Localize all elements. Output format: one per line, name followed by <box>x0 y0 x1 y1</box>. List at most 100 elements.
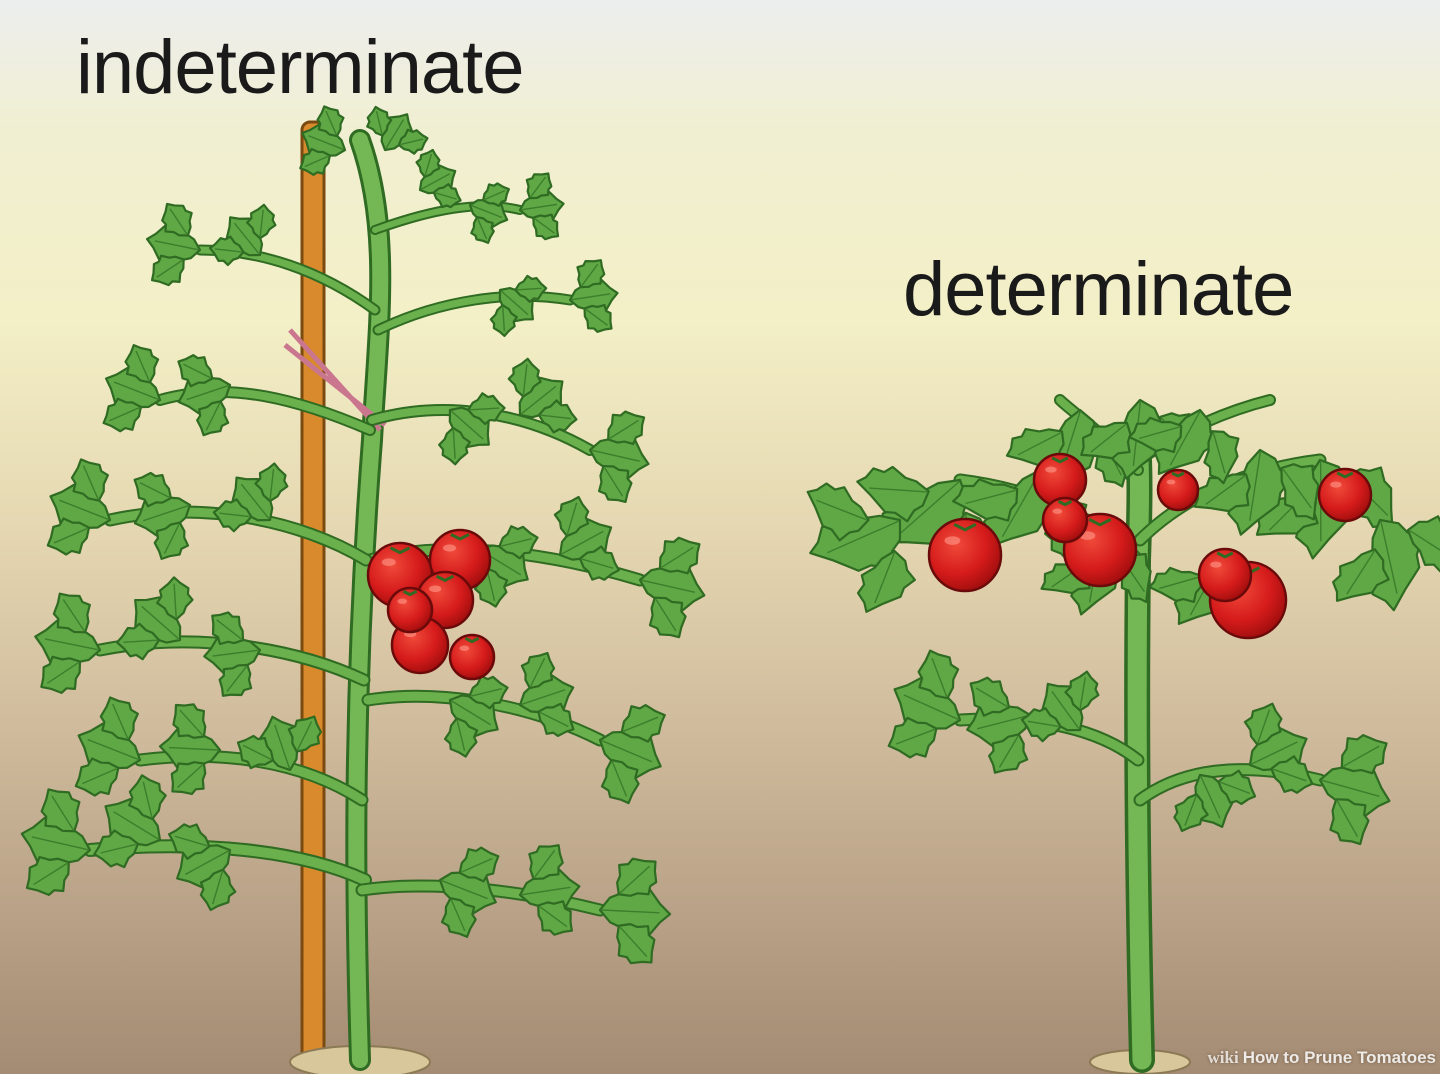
determinate-plant <box>806 394 1440 1074</box>
leaf <box>1173 793 1209 833</box>
leaf <box>470 216 495 244</box>
leaf <box>537 900 573 936</box>
indeterminate-plant <box>20 105 706 1074</box>
leaf <box>520 651 556 690</box>
leaf <box>93 829 140 869</box>
leaf <box>1329 798 1370 846</box>
leaf <box>553 495 590 538</box>
leaf <box>211 611 245 646</box>
leaf <box>287 715 323 753</box>
leaf <box>1332 548 1390 602</box>
leaf <box>806 482 870 542</box>
leaf <box>507 357 542 398</box>
watermark-prefix: wiki <box>1207 1048 1239 1067</box>
tomato <box>1197 547 1253 603</box>
leaf <box>177 354 214 388</box>
leaf <box>951 478 1019 522</box>
leaf <box>597 464 633 504</box>
leaf <box>170 761 207 796</box>
leaf <box>616 923 656 965</box>
leaf <box>167 823 211 860</box>
leaf <box>25 855 70 896</box>
leaf <box>316 105 345 138</box>
leaf <box>583 303 613 333</box>
leaf <box>40 655 82 694</box>
leaf <box>525 172 553 200</box>
leaf <box>620 704 666 743</box>
leaf <box>856 549 916 613</box>
leaf <box>1217 769 1257 806</box>
tomato <box>1041 496 1089 544</box>
leaf <box>607 410 646 446</box>
leaf <box>438 426 471 466</box>
leaf <box>1203 430 1240 485</box>
leaf <box>246 203 277 240</box>
leaf <box>128 774 167 821</box>
leaf <box>397 128 429 155</box>
tomato <box>386 586 434 634</box>
leaf <box>514 274 548 303</box>
leaf <box>969 676 1011 717</box>
tomato <box>1317 467 1373 523</box>
leaf <box>70 458 110 502</box>
leaf <box>616 857 658 897</box>
leaf <box>1243 702 1283 746</box>
label-indeterminate: indeterminate <box>76 25 524 110</box>
leaf <box>988 733 1029 774</box>
leaf <box>236 734 275 770</box>
leaf <box>498 525 539 560</box>
leaf <box>537 702 575 738</box>
leaf <box>887 716 938 759</box>
leaf <box>172 703 207 739</box>
leaf <box>658 536 701 575</box>
leaf <box>576 259 606 289</box>
leaf <box>468 675 509 710</box>
leaf <box>1406 515 1440 573</box>
leaf <box>40 788 81 833</box>
leaf <box>115 622 161 661</box>
leaf <box>133 471 173 508</box>
leaf <box>299 147 331 176</box>
leaf <box>199 868 237 912</box>
leaf <box>208 235 245 267</box>
leaf <box>218 663 253 697</box>
label-determinate: determinate <box>903 247 1294 332</box>
leaf <box>1080 421 1132 460</box>
leaf <box>1020 707 1062 743</box>
tomato <box>927 517 1003 593</box>
stake <box>300 120 326 1064</box>
leaf <box>467 392 506 426</box>
leaf <box>440 897 477 938</box>
leaf <box>1148 566 1203 603</box>
leaf <box>1280 463 1320 521</box>
tomato <box>1156 468 1200 512</box>
leaf <box>46 517 91 556</box>
leaf <box>489 304 518 338</box>
leaf <box>1064 670 1100 712</box>
leaf <box>600 758 640 805</box>
leaf <box>537 399 578 434</box>
leaf <box>917 649 960 700</box>
leaf <box>443 717 479 758</box>
leaf <box>150 254 185 287</box>
leaf <box>124 344 160 384</box>
leaf <box>482 182 510 208</box>
watermark-text: How to Prune Tomatoes <box>1242 1048 1436 1067</box>
leaf <box>1270 755 1314 794</box>
leaf <box>415 148 441 178</box>
leaf <box>1340 734 1388 775</box>
leaf <box>532 213 560 241</box>
leaf <box>156 576 194 621</box>
leaf <box>196 400 230 437</box>
leaf <box>366 105 393 137</box>
leaf <box>212 498 253 533</box>
leaf <box>52 592 91 634</box>
tomato <box>1032 452 1088 508</box>
leaf <box>432 183 462 209</box>
leaf <box>254 462 289 503</box>
leaf <box>458 846 500 883</box>
leaf <box>578 545 620 581</box>
